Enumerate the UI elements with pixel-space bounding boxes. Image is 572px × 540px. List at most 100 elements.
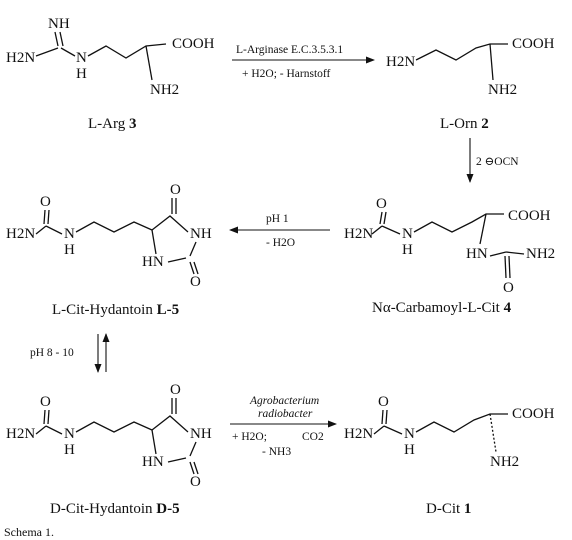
cyclization-conditions: - H2O [266, 237, 295, 249]
lhyd-bond [189, 261, 195, 275]
dcit-alpha-bond [489, 413, 497, 453]
carbamoyl-o2-atom: O [503, 280, 514, 296]
arginase-arrow: L-Arginase E.C.3.5.3.1 + H2O; - Harnstof… [232, 44, 375, 80]
carbamoyl-o-atom: O [376, 196, 387, 212]
lhyd-bond [47, 209, 50, 225]
carbamoyl-hn-atom: HN [466, 246, 488, 262]
cyclization-label: pH 1 [266, 213, 289, 225]
l-arg-structure: NH H2N N H COOH NH2 L-Arg 3 [6, 16, 215, 132]
carbamoyl-bond [381, 225, 401, 235]
enzymatic-water: + H2O; [232, 431, 267, 443]
dcit-bond [373, 425, 385, 435]
arg-n-atom: N [76, 50, 87, 66]
dcit-cooh-group: COOH [512, 406, 555, 422]
lhyd-n-atom: N [64, 226, 75, 242]
lhyd-chain [75, 221, 153, 233]
cyanate-arrow: 2 ⊖OCN [466, 138, 519, 183]
arg-bond [54, 31, 59, 47]
dhyd-ring-bond [151, 415, 189, 433]
carbamoyl-bond [505, 251, 525, 255]
d-cit-structure: O H2N N H COOH NH2 D-Cit 1 [344, 394, 555, 517]
orn-label: L-Orn 2 [440, 116, 489, 132]
arg-cooh-group: COOH [172, 36, 215, 52]
arg-alpha-bond [145, 45, 153, 81]
dcit-chain [415, 413, 508, 433]
dhyd-hn-atom: HN [142, 454, 164, 470]
cyanate-label: 2 ⊖OCN [476, 156, 519, 168]
orn-cooh-group: COOH [512, 36, 555, 52]
arg-bond [35, 47, 59, 57]
dhyd-bond [193, 461, 199, 475]
racemization-label: pH 8 - 10 [30, 347, 74, 359]
dcit-bond [383, 425, 403, 435]
carbamoyl-chain [413, 213, 504, 233]
enzymatic-arrow: Agrobacterium radiobacter + H2O; CO2 - N… [230, 395, 337, 458]
carbamoyl-bond [371, 225, 383, 235]
lhyd-ring-o-atom: O [170, 182, 181, 198]
carbamoyl-bond [489, 251, 507, 257]
l-orn-structure: H2N COOH NH2 L-Orn 2 [386, 36, 555, 132]
dhyd-chain [75, 421, 153, 433]
carbamoyl-bond [383, 211, 387, 225]
dcit-h-atom: H [404, 442, 415, 458]
lhyd-ring-bond [151, 215, 189, 233]
orn-chain [415, 43, 508, 61]
dhyd-bond [43, 409, 46, 425]
lhyd-o-atom: O [40, 194, 51, 210]
dhyd-h-atom: H [64, 442, 75, 458]
dhyd-bond [47, 409, 50, 425]
dhyd-label: D-Cit-Hydantoin D-5 [50, 501, 180, 517]
l-cit-hydantoin-structure: O H2N N H O NH HN O L-Cit-Hydantoin L-5 [6, 182, 212, 318]
dcit-n-atom: N [404, 426, 415, 442]
orn-h2n-atom: H2N [386, 54, 415, 70]
arg-h2n-atom: H2N [6, 50, 35, 66]
organism-name-line2: radiobacter [258, 408, 313, 420]
lhyd-nh-atom: NH [190, 226, 212, 242]
dhyd-h2n-atom: H2N [6, 426, 35, 442]
scheme-caption: Schema 1. [4, 525, 54, 539]
orn-alpha-bond [489, 43, 494, 81]
orn-nh2-group: NH2 [488, 82, 517, 98]
lhyd-hn-atom: HN [142, 254, 164, 270]
lhyd-h-atom: H [64, 242, 75, 258]
arginase-conditions: + H2O; - Harnstoff [242, 68, 331, 80]
arg-nh2-group: NH2 [150, 82, 179, 98]
carbamoyl-bond [508, 255, 511, 279]
arg-bond [59, 31, 64, 47]
carbamoyl-nh2-atom: NH2 [526, 246, 555, 262]
carbamoyl-cooh-group: COOH [508, 208, 551, 224]
arg-label: L-Arg 3 [88, 116, 136, 132]
arginase-label: L-Arginase E.C.3.5.3.1 [236, 44, 343, 56]
lhyd-ring-bond [167, 257, 187, 263]
dhyd-bond [35, 425, 47, 435]
carbamoyl-h-atom: H [402, 242, 413, 258]
carbamoyl-label: Nα-Carbamoyl-L-Cit 4 [372, 300, 512, 316]
lhyd-bond [43, 209, 46, 225]
racemization-arrows: pH 8 - 10 [30, 333, 110, 373]
lhyd-bond [193, 261, 199, 275]
arg-h-atom: H [76, 66, 87, 82]
arg-chain [87, 43, 167, 59]
dhyd-bottom-o-atom: O [190, 474, 201, 490]
dcit-h2n-atom: H2N [344, 426, 373, 442]
enzymatic-nh3: - NH3 [262, 446, 291, 458]
lhyd-bond [45, 225, 63, 235]
lhyd-label: L-Cit-Hydantoin L-5 [52, 302, 179, 318]
lhyd-h2n-atom: H2N [6, 226, 35, 242]
dcit-o-atom: O [378, 394, 389, 410]
dhyd-n-atom: N [64, 426, 75, 442]
lhyd-ring-bond [151, 229, 157, 255]
carbamoyl-bond [379, 211, 383, 225]
dcit-nh2-group: NH2 [490, 454, 519, 470]
carbamoyl-n-atom: N [402, 226, 413, 242]
dhyd-ring-bond [189, 441, 197, 457]
dcit-label: D-Cit 1 [426, 501, 471, 517]
dhyd-bond [189, 461, 195, 475]
carbamoyl-bond [504, 255, 507, 279]
arg-nh-atom: NH [48, 16, 70, 32]
lhyd-ring-bond [189, 241, 197, 257]
lhyd-bottom-o-atom: O [190, 274, 201, 290]
dhyd-bond [45, 425, 63, 435]
carbamoyl-cit-structure: O H2N N H COOH HN NH2 O Nα-Carbamoyl-L-C… [344, 196, 555, 316]
